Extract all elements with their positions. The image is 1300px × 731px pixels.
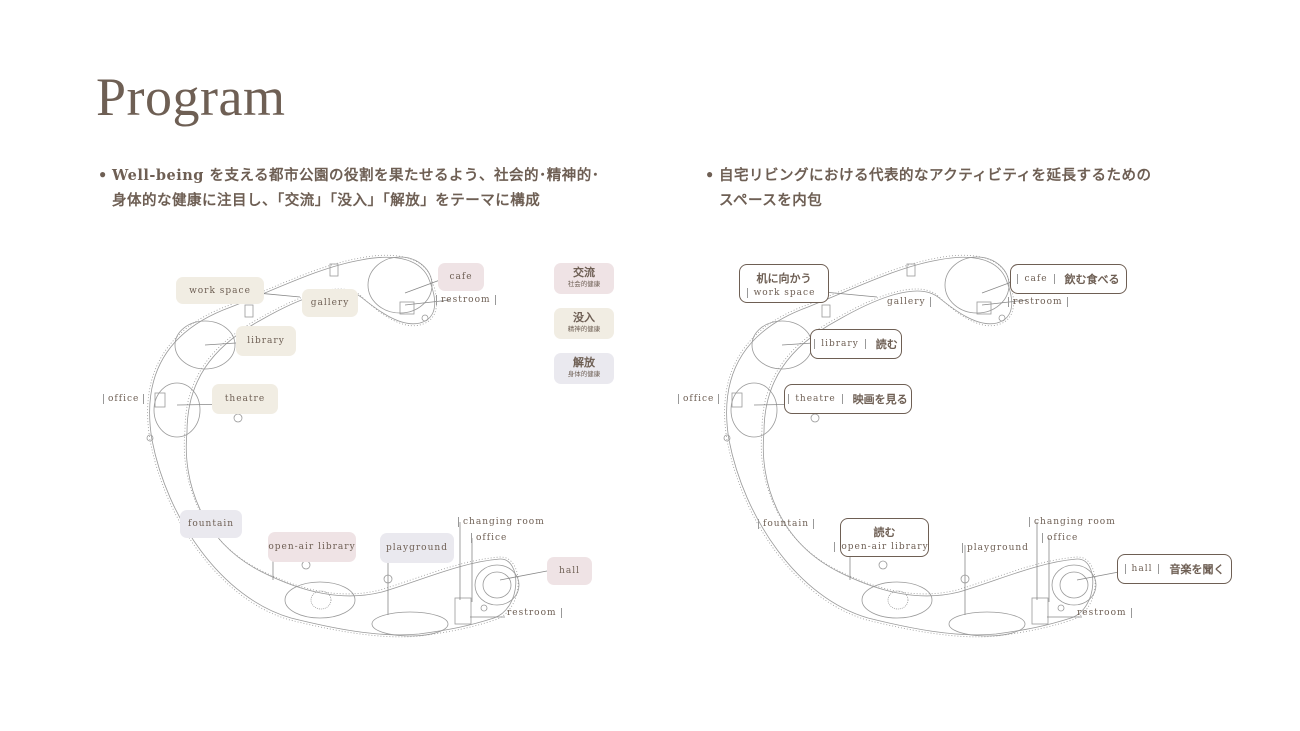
legend-sub: 身体的健康 [567,370,601,378]
office-label: office [1042,533,1082,543]
legend-label: 交流 [573,266,595,279]
work-space-activity: 机に向かう work space [739,264,829,303]
activity-en: hall [1124,564,1160,574]
open-air-library-label: open-air library [268,532,356,562]
gallery-label: gallery [883,297,931,307]
cafe-label: cafe [438,263,484,291]
legend-physical: 解放身体的健康 [554,353,614,384]
legend-mental: 没入精神的健康 [554,308,614,339]
activity-en: theatre [788,394,843,404]
playground-label: playground [380,533,454,563]
activity-jp: 飲む食べる [1064,273,1120,286]
right-description-line1: 自宅リビングにおける代表的なアクティビティを延長するための [719,167,1152,184]
activity-en: cafe [1017,274,1055,284]
changing-room-label: changing room [458,517,549,527]
office-label: office [471,533,511,543]
bullet-icon: • [98,167,108,184]
left-description: • Well-being を支える都市公園の役割を果たせるよう、社会的･精神的･… [98,163,600,213]
page-title: Program [96,67,286,127]
right-park-plan [723,254,1125,638]
library-activity: library 読む [810,329,902,359]
office-label: office [103,394,145,404]
legend-social: 交流社会的健康 [554,263,614,294]
activity-jp: 読む [875,338,898,351]
legend-label: 没入 [573,311,595,324]
library-label: library [236,326,296,356]
theatre-label: theatre [212,384,278,414]
activity-jp: 机に向かう [756,271,812,285]
activity-en: open-air library [834,541,934,552]
legend-sub: 社会的健康 [567,280,601,288]
gallery-label: gallery [302,289,358,317]
restroom-label: restroom [436,295,496,305]
office-label: office [678,394,720,404]
activity-en: library [814,339,866,349]
right-description-line2: スペースを内包 [719,192,823,209]
cafe-activity: cafe 飲む食べる [1010,264,1127,294]
fountain-label: fountain [180,510,242,538]
restroom-label: restroom [1008,297,1068,307]
work-space-label: work space [176,277,264,304]
activity-en: work space [746,287,822,298]
bullet-icon: • [705,167,715,184]
activity-jp: 映画を見る [852,393,908,406]
legend-sub: 精神的健康 [567,325,601,333]
legend-label: 解放 [573,356,595,369]
hall-activity: hall 音楽を聞く [1117,554,1232,584]
hall-label: hall [547,557,592,585]
activity-jp: 音楽を聞く [1169,563,1225,576]
left-description-line1: Well-being を支える都市公園の役割を果たせるよう、社会的･精神的･ [112,167,600,184]
right-description: • 自宅リビングにおける代表的なアクティビティを延長するための スペースを内包 [705,163,1152,213]
left-description-line2: 身体的な健康に注目し、「交流」「没入」「解放」をテーマに構成 [112,192,541,209]
changing-room-label: changing room [1029,517,1120,527]
activity-jp: 読む [873,525,896,539]
restroom-label: restroom [503,608,562,618]
theatre-activity: theatre 映画を見る [784,384,912,414]
playground-label: playground [962,543,1033,553]
fountain-label: fountain [758,519,814,529]
restroom-label: restroom [1073,608,1132,618]
